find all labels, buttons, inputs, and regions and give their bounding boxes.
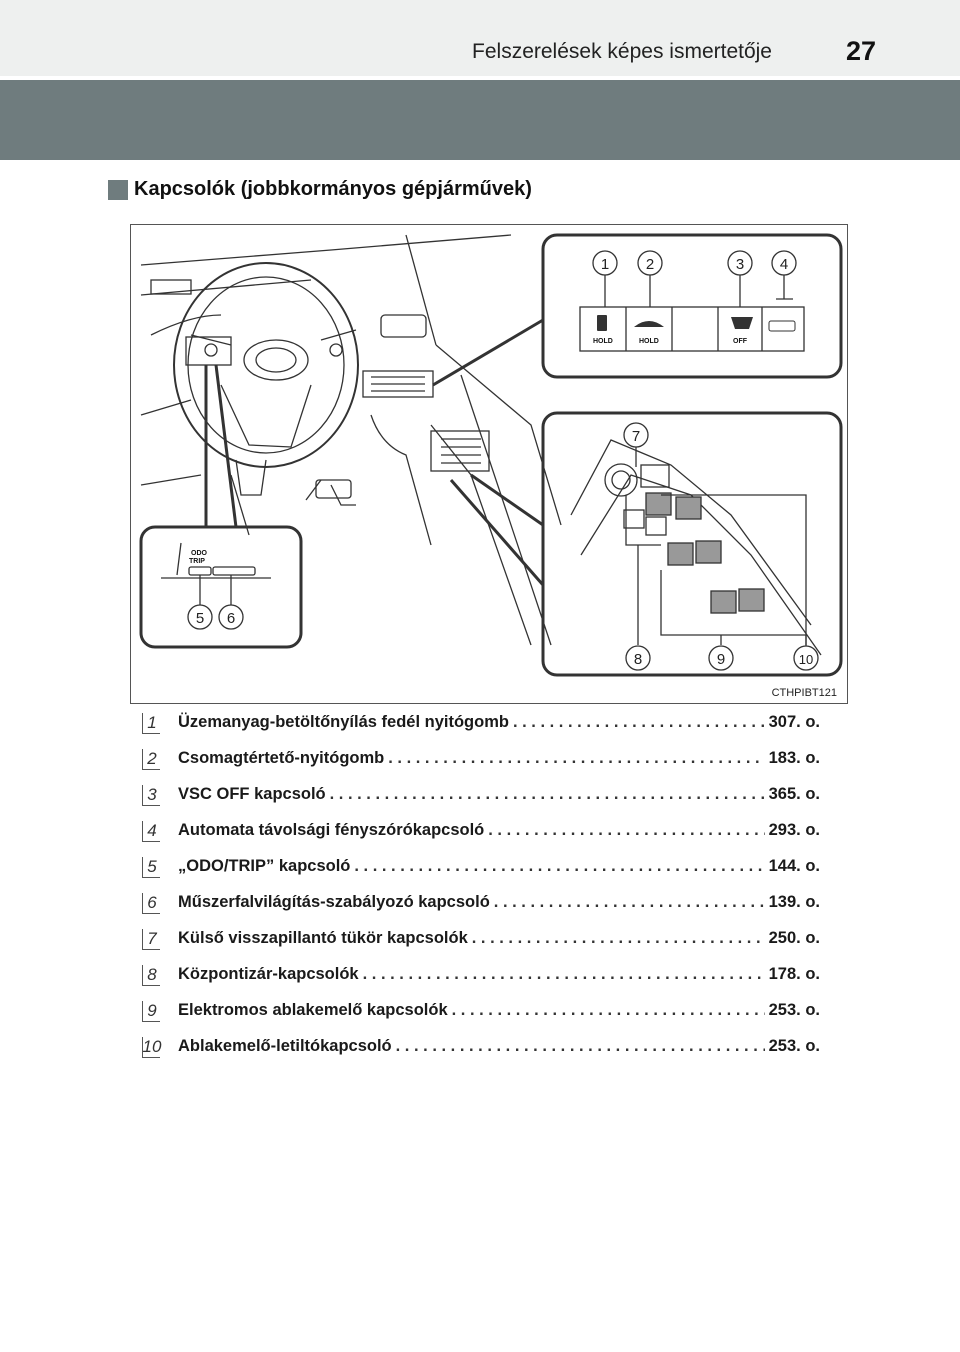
section-heading: Kapcsolók (jobbkormányos gépjárművek) (108, 178, 532, 201)
callout-5: 5 (196, 610, 204, 627)
callout-10: 10 (799, 652, 813, 667)
odo-label: ODO (191, 550, 208, 557)
item-label: Csomagtértető-nyitógomb (178, 749, 385, 767)
item-number: 7 (140, 928, 164, 950)
item-label: Műszerfalvilágítás-szabályozó kapcsoló (178, 893, 490, 911)
section-marker-icon (108, 179, 128, 200)
item-number: 10 (140, 1036, 164, 1058)
item-page-ref: 293. o. (768, 821, 820, 839)
auto-high-beam-icon (768, 320, 796, 332)
list-item: 2 Csomagtértető-nyitógomb 183. o. (140, 742, 820, 778)
item-page-ref: 183. o. (768, 749, 820, 767)
figure-code: CTHPIBT121 (771, 687, 837, 699)
item-number: 8 (140, 964, 164, 986)
callout-8: 8 (634, 651, 642, 668)
list-item: 8 Központizár-kapcsolók 178. o. (140, 958, 820, 994)
header-light-band (0, 0, 960, 80)
list-item: 9 Elektromos ablakemelő kapcsolók 253. o. (140, 994, 820, 1030)
item-number: 3 (140, 784, 164, 806)
item-page-ref: 250. o. (768, 929, 820, 947)
switch-illustration: HOLD HOLD OFF ODO TRIP 1 2 3 4 5 6 7 8 9… (130, 224, 848, 704)
item-label: Ablakemelő-letiltókapcsoló (178, 1037, 392, 1055)
item-page-ref: 144. o. (768, 857, 820, 875)
item-label: Központizár-kapcsolók (178, 965, 359, 983)
callout-4: 4 (780, 256, 788, 273)
list-item: 4 Automata távolsági fényszórókapcsoló 29… (140, 814, 820, 850)
item-number: 4 (140, 820, 164, 842)
list-item: 1 Üzemanyag-betöltőnyílás fedél nyitógom… (140, 706, 820, 742)
item-label: Automata távolsági fényszórókapcsoló (178, 821, 485, 839)
item-number: 2 (140, 748, 164, 770)
callout-2: 2 (646, 256, 654, 273)
list-item: 3 VSC OFF kapcsoló 365. o. (140, 778, 820, 814)
callout-1: 1 (601, 256, 609, 273)
item-label: „ODO/TRIP” kapcsoló (178, 857, 351, 875)
item-number: 5 (140, 856, 164, 878)
item-label: Üzemanyag-betöltőnyílás fedél nyitógomb (178, 713, 509, 731)
list-item: 5 „ODO/TRIP” kapcsoló 144. o. (140, 850, 820, 886)
hold-label-1: HOLD (593, 338, 613, 345)
item-page-ref: 139. o. (768, 893, 820, 911)
vsc-icon (731, 317, 753, 329)
trip-label: TRIP (189, 558, 205, 565)
item-page-ref: 307. o. (768, 713, 820, 731)
callout-3: 3 (736, 256, 744, 273)
dashboard-drawing: HOLD HOLD OFF ODO TRIP 1 2 3 4 5 6 7 8 9… (139, 233, 843, 677)
hold-label-2: HOLD (639, 338, 659, 345)
page-number: 27 (845, 36, 876, 66)
list-item: 6 Műszerfalvilágítás-szabályozó kapcsoló… (140, 886, 820, 922)
trunk-icon (634, 321, 664, 327)
item-label: Külső visszapillantó tükör kapcsolók (178, 929, 468, 947)
fuel-door-icon (597, 315, 607, 331)
running-header-title: Felszerelések képes ismertetője (472, 40, 772, 63)
off-label: OFF (733, 338, 748, 345)
item-number: 9 (140, 1000, 164, 1022)
item-number: 6 (140, 892, 164, 914)
item-page-ref: 178. o. (768, 965, 820, 983)
item-label: VSC OFF kapcsoló (178, 785, 326, 803)
item-page-ref: 253. o. (768, 1001, 820, 1019)
item-label: Elektromos ablakemelő kapcsolók (178, 1001, 448, 1019)
item-page-ref: 253. o. (768, 1037, 820, 1055)
item-number: 1 (140, 712, 164, 734)
switch-list: 1 Üzemanyag-betöltőnyílás fedél nyitógom… (140, 706, 820, 1066)
callout-6: 6 (227, 610, 235, 627)
list-item: 7 Külső visszapillantó tükör kapcsolók 25… (140, 922, 820, 958)
item-page-ref: 365. o. (768, 785, 820, 803)
callout-7: 7 (632, 428, 640, 445)
section-title-text: Kapcsolók (jobbkormányos gépjárművek) (134, 178, 532, 200)
callout-9: 9 (717, 651, 725, 668)
list-item: 10 Ablakemelő-letiltókapcsoló 253. o. (140, 1030, 820, 1066)
